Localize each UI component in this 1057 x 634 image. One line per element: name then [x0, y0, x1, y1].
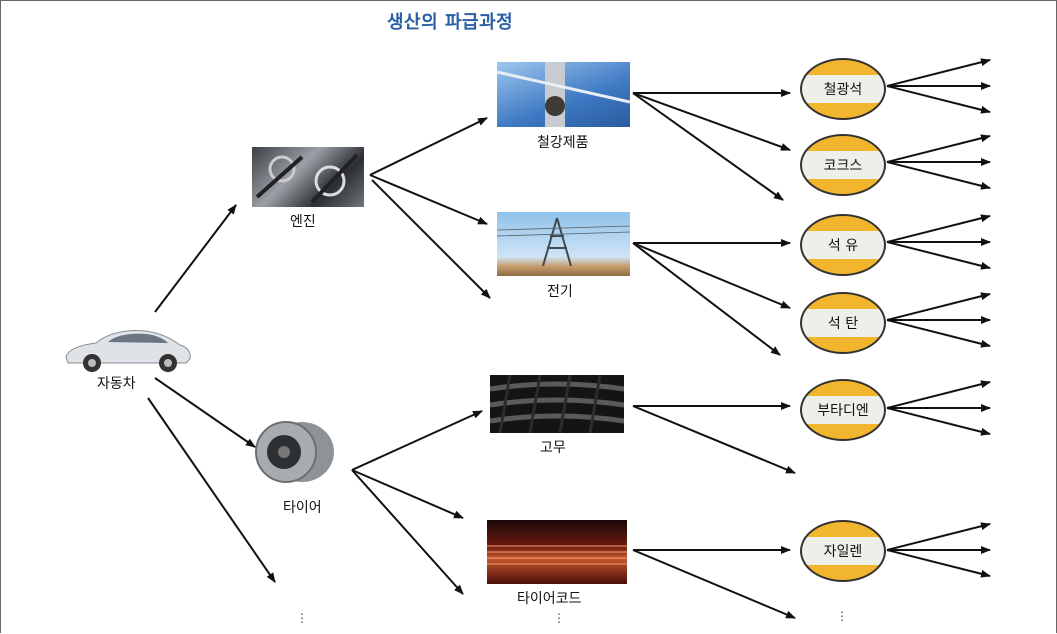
iron-ore-node: 철광석 — [800, 58, 886, 120]
diagram-title: 생산의 파급과정 — [387, 12, 514, 33]
arrow-tire-cord-2 — [351, 469, 464, 595]
rubber-label: 고무 — [540, 440, 566, 456]
continuation-dots-3: ⋮ — [836, 609, 848, 623]
tire-label: 타이어 — [283, 500, 322, 516]
tire-cord-photo — [487, 520, 627, 584]
steel-product-label: 철강제품 — [537, 135, 589, 151]
arrow-engine-steel — [369, 117, 488, 176]
engine-label: 엔진 — [290, 214, 316, 230]
arrow-engine-electric — [369, 174, 488, 225]
power-label: 전기 — [547, 284, 573, 300]
continuation-dots-1: ⋮ — [296, 611, 308, 625]
engine-photo — [252, 147, 364, 207]
coke-node: 코크스 — [800, 134, 886, 196]
root-label: 자동차 — [97, 376, 136, 392]
arrow-electric-coal — [632, 242, 791, 309]
rubber-photo — [490, 375, 624, 433]
power-tower-photo — [497, 212, 630, 276]
xylene-node: 자일렌 — [800, 520, 886, 582]
arrow-cord-more — [632, 549, 796, 619]
arrow-car-tire — [154, 377, 256, 448]
oil-node: 석 유 — [800, 214, 886, 276]
continuation-dots-2: ⋮ — [553, 611, 565, 625]
arrow-rubber-more — [632, 405, 796, 474]
car-icon — [60, 323, 192, 373]
arrow-car-more — [147, 397, 276, 583]
arrow-steel-more — [632, 92, 784, 201]
arrow-tire-rubber — [351, 410, 483, 471]
arrow-steel-coke — [632, 92, 791, 151]
steel-product-photo — [497, 62, 630, 127]
coal-node: 석 탄 — [800, 292, 886, 354]
butadiene-node: 부타디엔 — [800, 379, 886, 441]
arrow-engine-electric-2 — [371, 179, 491, 299]
tire-photo — [252, 421, 336, 483]
arrow-tire-cord — [351, 469, 464, 519]
arrow-car-engine — [154, 204, 237, 313]
tire-cord-label: 타이어코드 — [517, 591, 582, 607]
arrow-electric-more — [632, 242, 781, 356]
